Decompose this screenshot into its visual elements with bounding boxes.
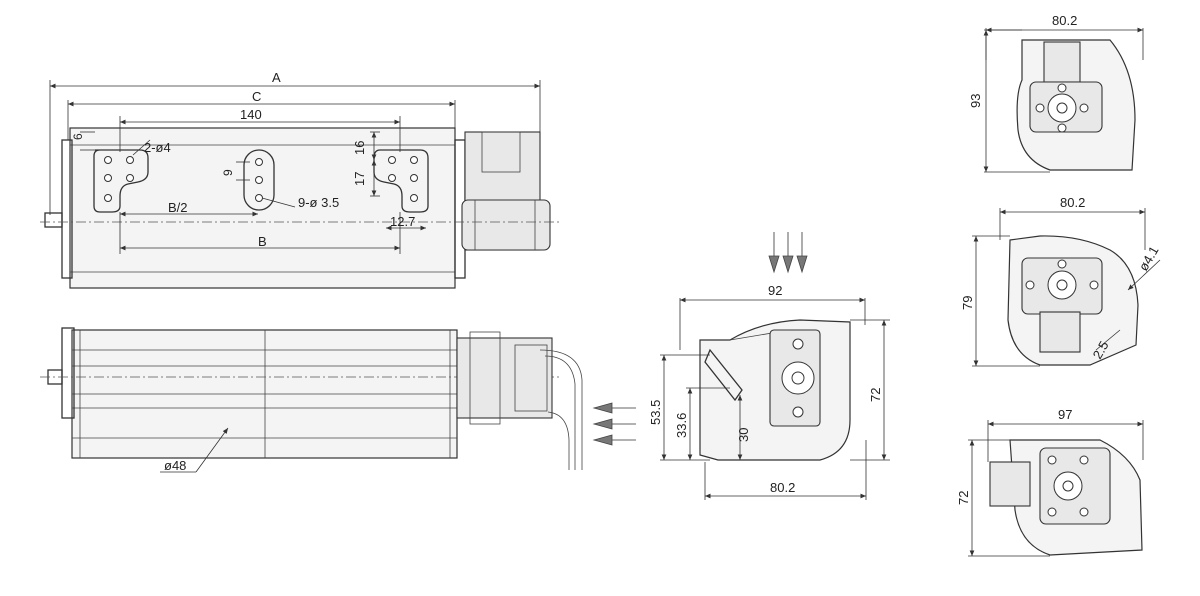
right-view-3: 97 72 — [956, 407, 1144, 557]
bottom-view: ø48 — [40, 327, 583, 473]
dim-label-rv2-80-2: 80.2 — [1060, 195, 1085, 210]
dim-label-rv2-79: 79 — [960, 296, 975, 310]
front-housing — [69, 127, 456, 289]
dim-label-80-2-base: 80.2 — [770, 480, 795, 495]
dim-label-B-half: B/2 — [168, 200, 188, 215]
dim-label-53-5: 53.5 — [648, 400, 663, 425]
front-view: A C 140 2-ø4 6 16 17 9 9-ø 3.5 B/2 — [40, 70, 560, 289]
dim-label-2-holes: 2-ø4 — [144, 140, 171, 155]
dim-label-33-6: 33.6 — [674, 413, 689, 438]
outflow-arrows — [592, 402, 636, 446]
dim-label-30: 30 — [736, 428, 751, 442]
left-end-cap — [61, 139, 73, 279]
dim-label-6: 6 — [71, 133, 85, 140]
dim-label-16: 16 — [352, 141, 367, 155]
dim-label-9-holes: 9-ø 3.5 — [298, 195, 339, 210]
dim-label-rv3-97: 97 — [1058, 407, 1072, 422]
dim-label-140: 140 — [240, 107, 262, 122]
dim-label-rv3-72: 72 — [956, 491, 971, 505]
dim-label-72: 72 — [868, 388, 883, 402]
right-view-2: 80.2 79 ø4.1 2.5 — [960, 195, 1162, 367]
side-view-main: 92 72 53.5 33.6 30 80.2 — [592, 232, 890, 500]
dim-label-diameter: ø48 — [164, 458, 186, 473]
wire-3 — [547, 411, 570, 470]
wire-1 — [539, 349, 583, 470]
dim-label-17: 17 — [352, 172, 367, 186]
dim-label-92: 92 — [768, 283, 782, 298]
wire-2 — [544, 355, 576, 470]
dim-label-rv1-93: 93 — [968, 94, 983, 108]
dim-label-rv1-80-2: 80.2 — [1052, 13, 1077, 28]
side-bracket — [704, 348, 743, 402]
intake-arrows — [768, 232, 808, 274]
front-motor — [461, 131, 551, 251]
dim-label-A: A — [272, 70, 281, 85]
dim-label-B: B — [258, 234, 267, 249]
dim-label-rv2-hole: ø4.1 — [1136, 243, 1162, 273]
bottom-motor — [456, 331, 553, 425]
dim-label-9: 9 — [221, 169, 235, 176]
rv3-motor — [989, 461, 1031, 507]
left-shaft — [44, 212, 63, 228]
dim-label-C: C — [252, 89, 261, 104]
dim-label-12-7: 12.7 — [390, 214, 415, 229]
rv2-motor — [1039, 311, 1081, 353]
left-mount-plate — [93, 149, 149, 213]
right-view-1: 80.2 93 — [968, 13, 1144, 173]
rv1-motor-top — [1043, 41, 1081, 83]
